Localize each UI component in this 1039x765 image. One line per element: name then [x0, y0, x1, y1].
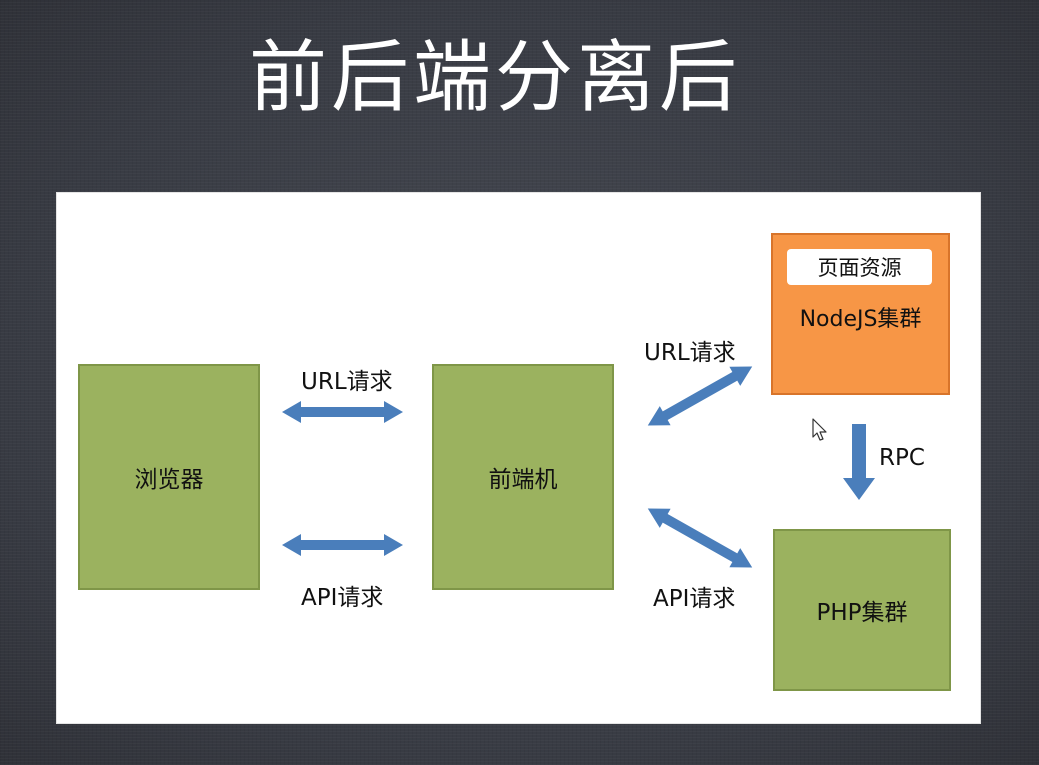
diagram-arrows — [282, 366, 875, 568]
nodejs-cluster-box: 页面资源 NodeJS集群 — [771, 233, 950, 395]
api-request-label-right: API请求 — [653, 586, 736, 612]
url-request-label-right: URL请求 — [644, 340, 736, 366]
diagram-panel: 浏览器 前端机 页面资源 NodeJS集群 PHP集群 URL请求 API请求 … — [56, 192, 981, 724]
api-request-label-left: API请求 — [301, 585, 384, 611]
rpc-arrow — [843, 424, 875, 500]
api-request-arrow-left — [282, 534, 403, 556]
nodejs-cluster-label: NodeJS集群 — [799, 307, 922, 332]
rpc-label: RPC — [879, 445, 925, 471]
page-resource-label: 页面资源 — [817, 256, 902, 280]
browser-label: 浏览器 — [134, 467, 204, 493]
url-request-arrow-right — [647, 366, 753, 426]
frontend-label: 前端机 — [488, 467, 558, 493]
page-resource-badge: 页面资源 — [787, 249, 932, 285]
php-cluster-label: PHP集群 — [816, 600, 908, 626]
url-request-arrow-left — [282, 401, 403, 423]
php-cluster-box: PHP集群 — [773, 529, 951, 691]
mouse-cursor-icon — [812, 418, 827, 441]
api-request-arrow-right — [647, 508, 753, 568]
frontend-box: 前端机 — [432, 364, 614, 590]
url-request-label-left: URL请求 — [301, 369, 393, 395]
slide-title: 前后端分离后 — [248, 33, 741, 123]
browser-box: 浏览器 — [78, 364, 260, 590]
